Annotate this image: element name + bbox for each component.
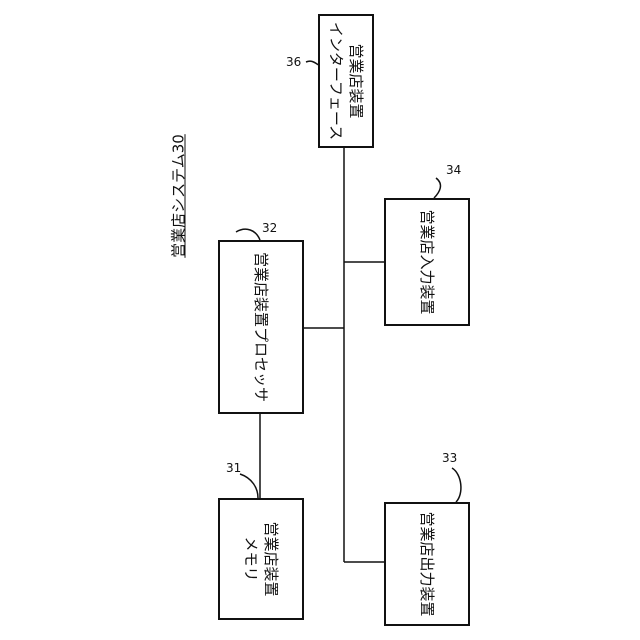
memory-label-line2: メモリ (241, 521, 261, 596)
ref-number-36: 36 (286, 56, 301, 68)
ref-number-32: 32 (262, 222, 277, 234)
input-device-box: 営業店入力装置 (384, 198, 470, 326)
processor-label-line1: 営業店装置プロセッサ (251, 252, 271, 402)
memory-label-line1: 営業店装置 (261, 521, 281, 596)
interface-label-line2: インターフェース (326, 22, 346, 140)
leader-34 (434, 178, 440, 198)
ref-number-31: 31 (226, 462, 241, 474)
output-device-label: 営業店出力装置 (417, 511, 437, 616)
ref-number-33: 33 (442, 452, 457, 464)
processor-label: 営業店装置プロセッサ (251, 252, 271, 402)
interface-label: 営業店装置 インターフェース (326, 22, 366, 140)
leader-32 (236, 229, 260, 240)
memory-box: 営業店装置 メモリ (218, 498, 304, 620)
interface-box: 営業店装置 インターフェース (318, 14, 374, 148)
memory-label: 営業店装置 メモリ (241, 521, 281, 596)
system-title: 営業店システム30 (168, 134, 189, 258)
input-device-label: 営業店入力装置 (417, 209, 437, 314)
ref-number-34: 34 (446, 164, 461, 176)
processor-box: 営業店装置プロセッサ (218, 240, 304, 414)
output-device-label-line1: 営業店出力装置 (417, 511, 437, 616)
leader-31 (240, 474, 258, 498)
output-device-box: 営業店出力装置 (384, 502, 470, 626)
leader-33 (452, 468, 461, 502)
input-device-label-line1: 営業店入力装置 (417, 209, 437, 314)
interface-label-line1: 営業店装置 (346, 22, 366, 140)
